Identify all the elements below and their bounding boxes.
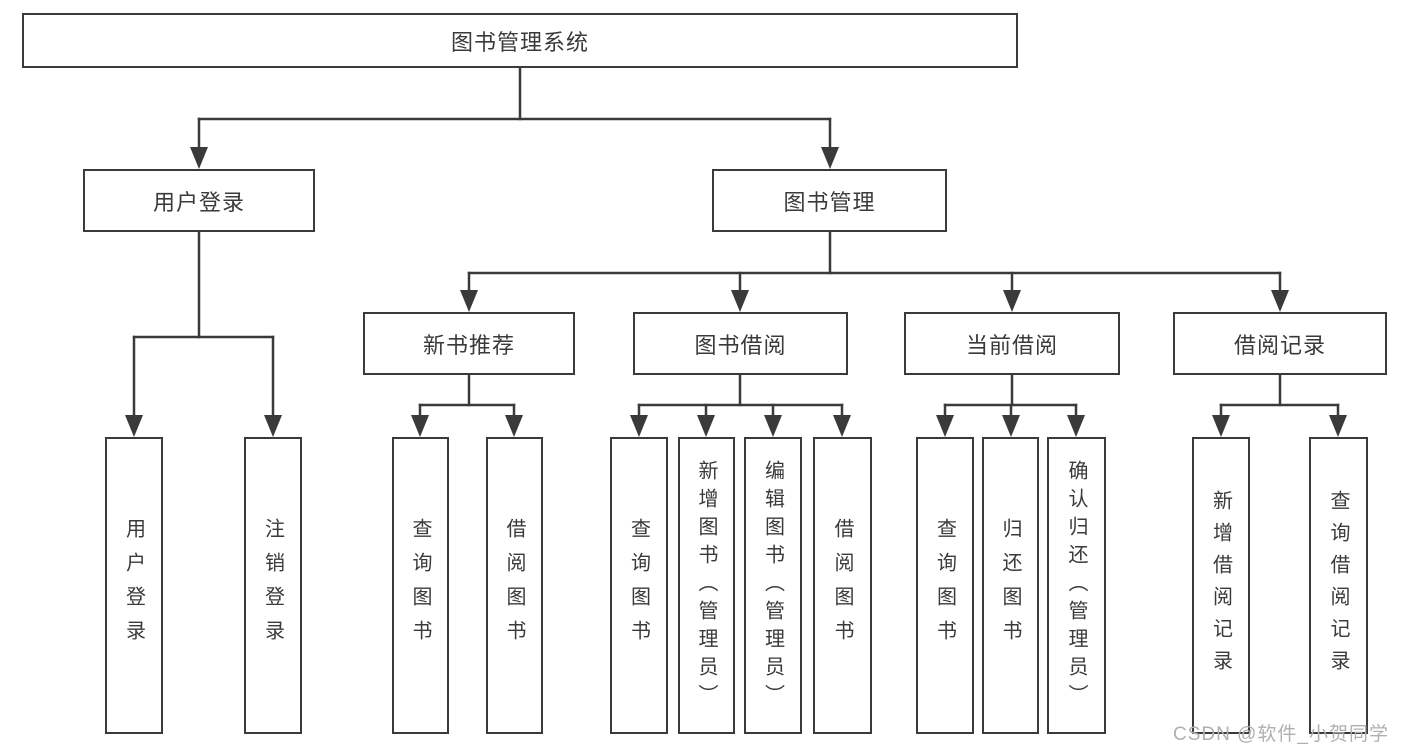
node-new-book-recommendation: 新书推荐 [363, 312, 575, 375]
arrowhead [833, 415, 851, 437]
arrowhead [697, 415, 715, 437]
node-book-management-system: 图书管理系统 [22, 13, 1018, 68]
leaf-edit-books-admin: 编辑图书（管理员） [744, 437, 802, 734]
node-book-borrowing: 图书借阅 [633, 312, 848, 375]
leaf-borrow-books-recommend: 借阅图书 [486, 437, 543, 734]
node-borrowing-records: 借阅记录 [1173, 312, 1387, 375]
arrowhead [630, 415, 648, 437]
arrowhead [264, 415, 282, 437]
arrowhead [125, 415, 143, 437]
node-book-management: 图书管理 [712, 169, 947, 232]
arrowhead [460, 290, 478, 312]
arrowhead [936, 415, 954, 437]
arrowhead [1271, 290, 1289, 312]
arrowhead [1212, 415, 1230, 437]
arrowhead [731, 290, 749, 312]
arrowhead [1003, 290, 1021, 312]
leaf-query-books-recommend: 查询图书 [392, 437, 449, 734]
arrowhead [505, 415, 523, 437]
arrowhead [190, 147, 208, 169]
leaf-add-books-admin: 新增图书（管理员） [678, 437, 735, 734]
leaf-borrow-books-borrowing: 借阅图书 [813, 437, 872, 734]
leaf-query-borrow-record: 查询借阅记录 [1309, 437, 1368, 734]
leaf-confirm-return-admin: 确认归还（管理员） [1047, 437, 1106, 734]
leaf-query-books-current: 查询图书 [916, 437, 974, 734]
arrowhead [411, 415, 429, 437]
leaf-add-borrow-record: 新增借阅记录 [1192, 437, 1250, 734]
leaf-query-books-borrowing: 查询图书 [610, 437, 668, 734]
node-current-borrowing: 当前借阅 [904, 312, 1120, 375]
arrowhead [821, 147, 839, 169]
arrowhead [1002, 415, 1020, 437]
arrowhead [764, 415, 782, 437]
node-user-login: 用户登录 [83, 169, 315, 232]
leaf-return-books: 归还图书 [982, 437, 1039, 734]
leaf-logout: 注销登录 [244, 437, 302, 734]
arrowhead [1329, 415, 1347, 437]
leaf-user-login: 用户登录 [105, 437, 163, 734]
watermark: CSDN @软件_小贺同学 [1173, 724, 1389, 745]
arrowhead [1067, 415, 1085, 437]
connector-arrowheads [125, 147, 1347, 437]
